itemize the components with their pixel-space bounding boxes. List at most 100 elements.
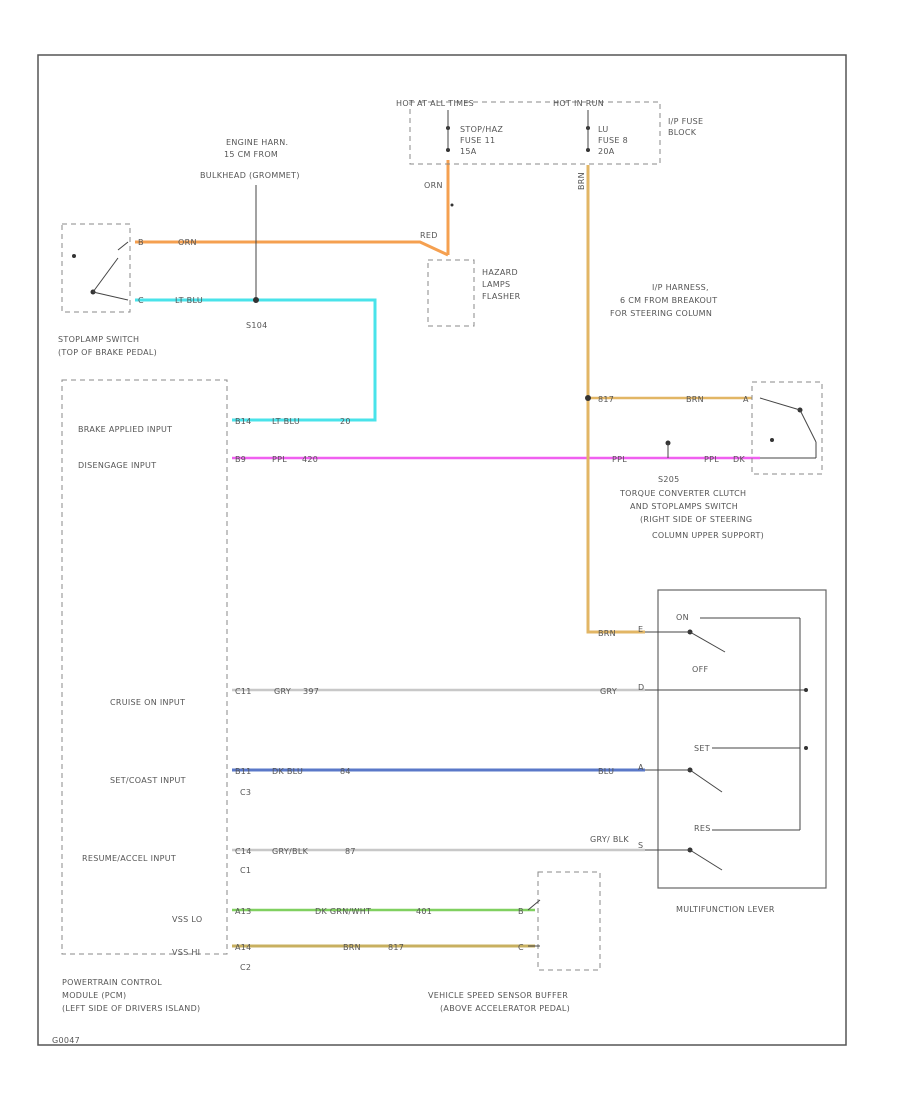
pin-mf-s: S: [638, 841, 643, 850]
mf-bus-dot1: [804, 688, 808, 692]
wire-label-orn-top: ORN: [424, 181, 443, 190]
wire-label-gry-blk-sw: GRY/ BLK: [590, 835, 629, 844]
wire-label-brn-2: BRN: [686, 395, 704, 404]
pin-397: 397: [303, 687, 319, 696]
wire-label-ppl-pcm: PPL: [272, 455, 287, 464]
pin-c3: C3: [240, 788, 251, 797]
mf-res-label: RES: [694, 824, 711, 833]
fuse-block-label-l2: BLOCK: [668, 128, 697, 137]
ip-harness-l2: 6 CM FROM BREAKOUT: [620, 296, 717, 305]
mf-res-blade: [689, 849, 723, 871]
pin-b11: B11: [235, 767, 252, 776]
ip-harness-l3: FOR STEERING COLUMN: [610, 309, 712, 318]
wire-light-blue: [135, 298, 377, 422]
wire-label-gry-pcm: GRY: [274, 687, 291, 696]
wire-orange-top: [135, 240, 449, 257]
ip-harness-l1: I/P HARNESS,: [652, 283, 709, 292]
stoplamp-switch-link1: [117, 241, 129, 251]
wire-label-lt-blu-sw: LT BLU: [175, 296, 203, 305]
hot-all-times-label: HOT AT ALL TIMES: [396, 99, 474, 108]
splice-s104-dot: [253, 297, 259, 303]
pin-vss-c: C: [518, 943, 524, 952]
vss-label-l1: VEHICLE SPEED SENSOR BUFFER: [428, 991, 568, 1000]
pin-c2: C2: [240, 963, 251, 972]
fuse-stoplamp-l2: FUSE 11: [460, 136, 495, 145]
tcc-switch-l3: (RIGHT SIDE OF STEERING: [640, 515, 752, 524]
stoplamp-switch-mark: [72, 254, 76, 258]
engine-harn-l3: BULKHEAD (GROMMET): [200, 171, 300, 180]
pcm-label-l3: (LEFT SIDE OF DRIVERS ISLAND): [62, 1004, 200, 1013]
pcm-input-cruise-on: CRUISE ON INPUT: [110, 698, 185, 707]
fuse-block-label-l1: I/P FUSE: [668, 117, 703, 126]
pin-b9: B9: [235, 455, 246, 464]
splice-brn-dot: [585, 395, 591, 401]
vss-buffer-box: [537, 871, 601, 971]
wire-label-lt-blu-pcm: LT BLU: [272, 417, 300, 426]
splice-s205-label: S205: [658, 475, 680, 484]
engine-harn-l1: ENGINE HARN.: [226, 138, 288, 147]
pin-mf-a: A: [638, 763, 644, 772]
mf-set-blade: [689, 769, 723, 793]
wire-label-gry-sw: GRY: [600, 687, 617, 696]
pin-a14: A14: [235, 943, 252, 952]
stoplamp-switch-box: [61, 223, 131, 313]
wire-label-brn-vss: BRN: [343, 943, 361, 952]
pin-87: 87: [345, 847, 356, 856]
diagram-border: [37, 54, 847, 1046]
fuse-lu-l1: LU: [598, 125, 609, 134]
engine-harn-l2: 15 CM FROM: [224, 150, 278, 159]
tcc-switch-blade: [799, 409, 817, 443]
fuse-block-outline: [409, 101, 661, 165]
wire-label-red: RED: [420, 231, 438, 240]
wire-label-dk-grn: DK GRN/WHT: [315, 907, 371, 916]
mf-onoff-blade: [689, 631, 726, 653]
wire-label-brn-3: BRN: [598, 629, 616, 638]
pin-420: 420: [302, 455, 318, 464]
stoplamp-switch-link2: [92, 291, 129, 301]
wire-label-dk-blu-pcm: DK BLU: [272, 767, 303, 776]
splice-s104-label: S104: [246, 321, 268, 330]
mf-off-label: OFF: [692, 665, 708, 674]
hazard-flasher-l1: HAZARD: [482, 268, 518, 277]
pcm-box: [61, 379, 228, 955]
wire-label-orn-sw: ORN: [178, 238, 197, 247]
pin-c11: C11: [235, 687, 252, 696]
pin-mf-e: E: [638, 625, 643, 634]
pin-817: 817: [388, 943, 404, 952]
pcm-input-brake: BRAKE APPLIED INPUT: [78, 425, 172, 434]
pin-817b: 817: [598, 395, 614, 404]
pcm-input-set-coast: SET/COAST INPUT: [110, 776, 186, 785]
flasher-c-dot: [450, 203, 454, 207]
tcc-switch-l2: AND STOPLAMPS SWITCH: [630, 502, 738, 511]
pcm-label-l1: POWERTRAIN CONTROL: [62, 978, 162, 987]
stoplamp-switch-blade: [92, 257, 119, 293]
wire-label-ppl-2: PPL: [704, 455, 719, 464]
pin-vss-b: B: [518, 907, 524, 916]
hot-in-run-label: HOT IN RUN: [553, 99, 604, 108]
wire-label-blu-sw: BLU: [598, 767, 614, 776]
wire-label-gry-blk-pcm: GRY/BLK: [272, 847, 309, 856]
tcc-switch-box: [751, 381, 823, 475]
vss-lead-b: [527, 899, 541, 911]
pin-b14: B14: [235, 417, 252, 426]
tcc-switch-mark: [770, 438, 774, 442]
pcm-label-l2: MODULE (PCM): [62, 991, 126, 1000]
pin-tcc-a: A: [743, 395, 749, 404]
pin-a13: A13: [235, 907, 252, 916]
tcc-switch-l1: TORQUE CONVERTER CLUTCH: [619, 489, 746, 498]
tcc-switch-l4: COLUMN UPPER SUPPORT): [652, 531, 764, 540]
pcm-input-vss-hi: VSS HI: [172, 948, 200, 957]
wire-label-ppl-1: PPL: [612, 455, 627, 464]
multifunction-lever-label: MULTIFUNCTION LEVER: [676, 905, 775, 914]
mf-on-label: ON: [676, 613, 689, 622]
tcc-switch-lead: [759, 397, 801, 411]
figure-id: G0047: [52, 1036, 80, 1045]
pin-c14: C14: [235, 847, 252, 856]
wire-tan-main: [586, 165, 645, 634]
stoplamp-switch-l2: (TOP OF BRAKE PEDAL): [58, 348, 157, 357]
pin-tcc-dk: DK: [733, 455, 745, 464]
pin-84: 84: [340, 767, 351, 776]
pin-20: 20: [340, 417, 351, 426]
pin-401: 401: [416, 907, 432, 916]
